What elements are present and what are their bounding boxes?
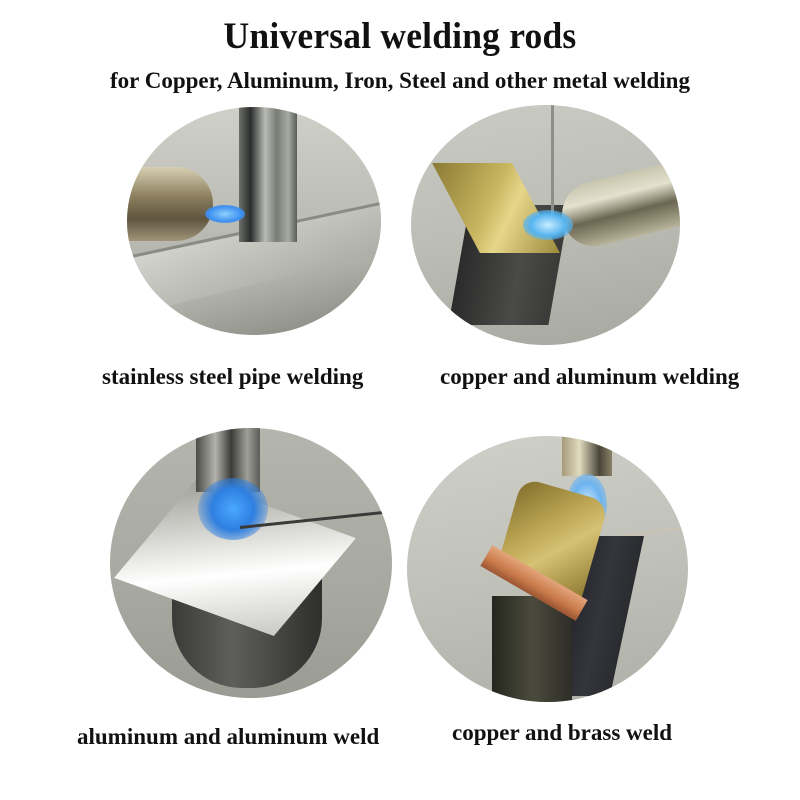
torch-nozzle [562, 436, 612, 476]
caption-stainless-steel-pipe-welding: stainless steel pipe welding [102, 364, 364, 389]
torch-nozzle [555, 157, 680, 253]
caption-aluminum-aluminum-weld: aluminum and aluminum weld [77, 724, 380, 749]
stainless-steel-pipe-welding-photo [127, 107, 381, 335]
flame-icon [523, 210, 573, 240]
flame-icon [205, 205, 245, 223]
caption-copper-aluminum-welding: copper and aluminum welding [440, 364, 740, 389]
aluminum-aluminum-weld-photo [110, 428, 392, 698]
steel-pipe [239, 107, 297, 242]
caption-copper-brass-weld: copper and brass weld [452, 720, 673, 745]
copper-aluminum-welding-photo [411, 105, 680, 345]
page-title: Universal welding rods [223, 16, 577, 57]
copper-brass-weld-photo [407, 436, 688, 702]
page-subtitle: for Copper, Aluminum, Iron, Steel and ot… [110, 68, 690, 93]
flame-icon [198, 478, 268, 540]
torch-nozzle [127, 167, 213, 241]
filler-rod [551, 105, 554, 235]
dark-cylinder [492, 596, 572, 702]
